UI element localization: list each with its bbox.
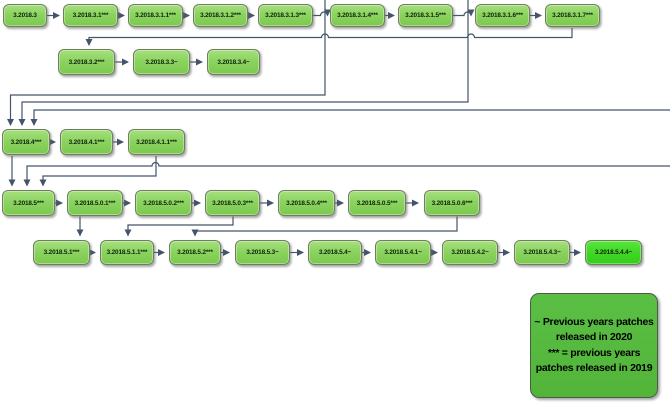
legend-box: ~ Previous years patches released in 202… <box>530 293 658 398</box>
legend-line: patches released in 2019 <box>535 361 653 374</box>
node-3-2018-5-4-2: 3.2018.5.4.2~ <box>442 240 498 265</box>
node-3-2018-5-0-3: 3.2018.5.0.3*** <box>205 190 260 216</box>
node-3-2018-5-4-1: 3.2018.5.4.1~ <box>375 240 431 265</box>
node-3-2018-3-1-4: 3.2018.3.1.4*** <box>330 4 385 27</box>
node-3-2018-5-0-6: 3.2018.5.0.6*** <box>424 190 480 216</box>
node-3-2018-5-0-2: 3.2018.5.0.2*** <box>135 190 192 216</box>
node-3-2018-3-1: 3.2018.3.1*** <box>63 4 118 27</box>
node-3-2018-3-1-3: 3.2018.3.1.3*** <box>258 4 313 27</box>
node-3-2018-4-1: 3.2018.4.1*** <box>60 129 113 155</box>
legend-line: released in 2020 <box>555 331 633 344</box>
node-3-2018-5-0-4: 3.2018.5.0.4*** <box>278 190 335 216</box>
node-3-2018-3-1-6: 3.2018.3.1.6*** <box>475 4 530 27</box>
node-3-2018-3-3: 3.2018.3.3~ <box>133 49 190 75</box>
node-3-2018-4: 3.2018.4*** <box>2 129 50 155</box>
node-3-2018-3-2: 3.2018.3.2*** <box>58 49 115 75</box>
node-3-2018-5-0-5: 3.2018.5.0.5*** <box>348 190 406 216</box>
node-3-2018-5-0-1: 3.2018.5.0.1*** <box>67 190 123 216</box>
node-3-2018-3-4: 3.2018.3.4~ <box>207 49 260 75</box>
node-3-2018-5-4: 3.2018.5.4~ <box>308 240 362 265</box>
node-3-2018-5-1: 3.2018.5.1*** <box>33 240 90 265</box>
legend-line: ~ Previous years patches <box>534 316 654 329</box>
node-3-2018-4-1-1: 3.2018.4.1.1*** <box>128 129 185 155</box>
node-3-2018-5: 3.2018.5*** <box>2 190 55 216</box>
node-3-2018-3-1-2: 3.2018.3.1.2*** <box>193 4 248 27</box>
legend-line: *** = previous years <box>547 346 641 359</box>
node-3-2018-3: 3.2018.3 <box>3 4 47 27</box>
node-3-2018-5-3: 3.2018.5.3~ <box>235 240 290 265</box>
node-3-2018-5-4-3: 3.2018.5.4.3~ <box>514 240 570 265</box>
node-3-2018-3-1-1: 3.2018.3.1.1*** <box>128 4 183 27</box>
node-3-2018-5-2: 3.2018.5.2*** <box>169 240 221 265</box>
node-3-2018-3-1-7: 3.2018.3.1.7*** <box>545 4 600 27</box>
node-3-2018-3-1-5: 3.2018.3.1.5*** <box>398 4 453 27</box>
node-3-2018-5-1-1: 3.2018.5.1.1*** <box>100 240 154 265</box>
node-3-2018-5-4-4: 3.2018.5.4.4~ <box>585 240 642 265</box>
